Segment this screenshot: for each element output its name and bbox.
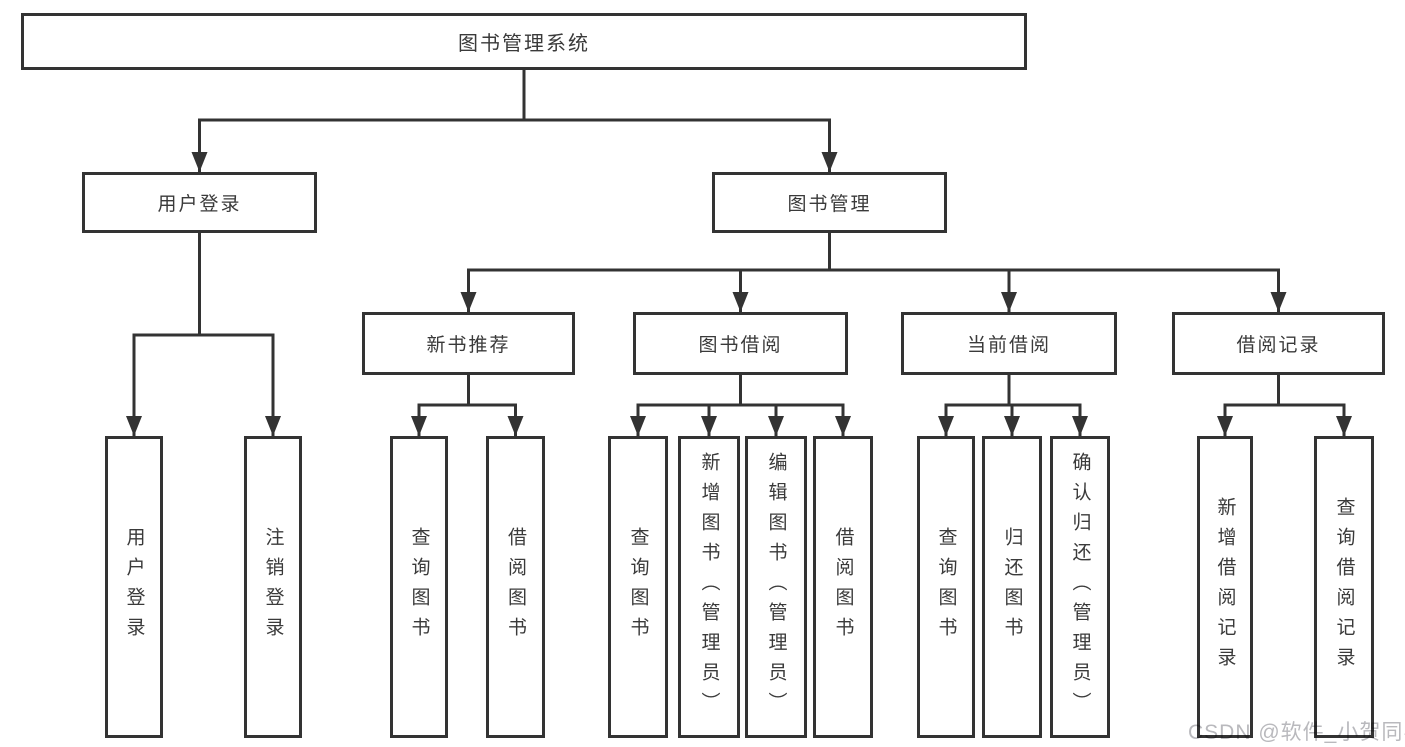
leaf-label: 确认归还（管理员） (1069, 452, 1091, 722)
leaf-add-borrow-record: 新增借阅记录 (1197, 436, 1253, 738)
leaf-return-books: 归还图书 (982, 436, 1042, 738)
connector-new-book-rec-to-leaves (411, 375, 524, 436)
leaf-confirm-return-admin: 确认归还（管理员） (1050, 436, 1110, 738)
leaf-label: 归还图书 (1001, 527, 1023, 647)
leaf-label: 查询图书 (627, 527, 649, 647)
connector-book-mgmt-to-level3 (460, 233, 1287, 312)
leaf-label: 查询借阅记录 (1333, 497, 1355, 677)
node-user-login: 用户登录 (82, 172, 317, 233)
node-root-system: 图书管理系统 (21, 13, 1027, 70)
leaf-label: 借阅图书 (505, 527, 526, 647)
leaf-label: 新增借阅记录 (1214, 497, 1236, 677)
leaf-borrow-books: 借阅图书 (813, 436, 873, 738)
leaf-logout: 注销登录 (244, 436, 302, 738)
connector-user-login-to-leaves (126, 233, 281, 436)
connector-root-to-level2 (191, 70, 838, 172)
node-book-mgmt: 图书管理 (712, 172, 947, 233)
csdn-watermark: CSDN @软件_小贺同学 (1188, 721, 1405, 744)
leaf-label: 查询图书 (935, 527, 957, 647)
leaf-add-books-admin: 新增图书（管理员） (678, 436, 740, 738)
leaf-label: 查询图书 (408, 527, 430, 647)
connector-borrow-records-to-leaves (1217, 375, 1352, 436)
node-current-borrow: 当前借阅 (901, 312, 1117, 375)
node-new-book-rec: 新书推荐 (362, 312, 575, 375)
leaf-edit-books-admin: 编辑图书（管理员） (745, 436, 807, 738)
leaf-query-borrow-record: 查询借阅记录 (1314, 436, 1374, 738)
leaf-query-books-borrow: 查询图书 (608, 436, 668, 738)
leaf-user-login: 用户登录 (105, 436, 163, 738)
leaf-label: 编辑图书（管理员） (765, 452, 787, 722)
connector-current-borrow-to-leaves (938, 375, 1088, 436)
leaf-query-books-current: 查询图书 (917, 436, 975, 738)
leaf-label: 借阅图书 (832, 527, 854, 647)
node-borrow-records: 借阅记录 (1172, 312, 1385, 375)
leaf-label: 新增图书（管理员） (698, 452, 720, 722)
connector-book-borrow-to-leaves (630, 375, 851, 436)
leaf-label: 用户登录 (123, 527, 145, 647)
leaf-label: 注销登录 (262, 527, 284, 647)
leaf-query-books-rec: 查询图书 (390, 436, 448, 738)
leaf-borrow-books-rec: 借阅图书 (486, 436, 545, 738)
node-book-borrow: 图书借阅 (633, 312, 848, 375)
